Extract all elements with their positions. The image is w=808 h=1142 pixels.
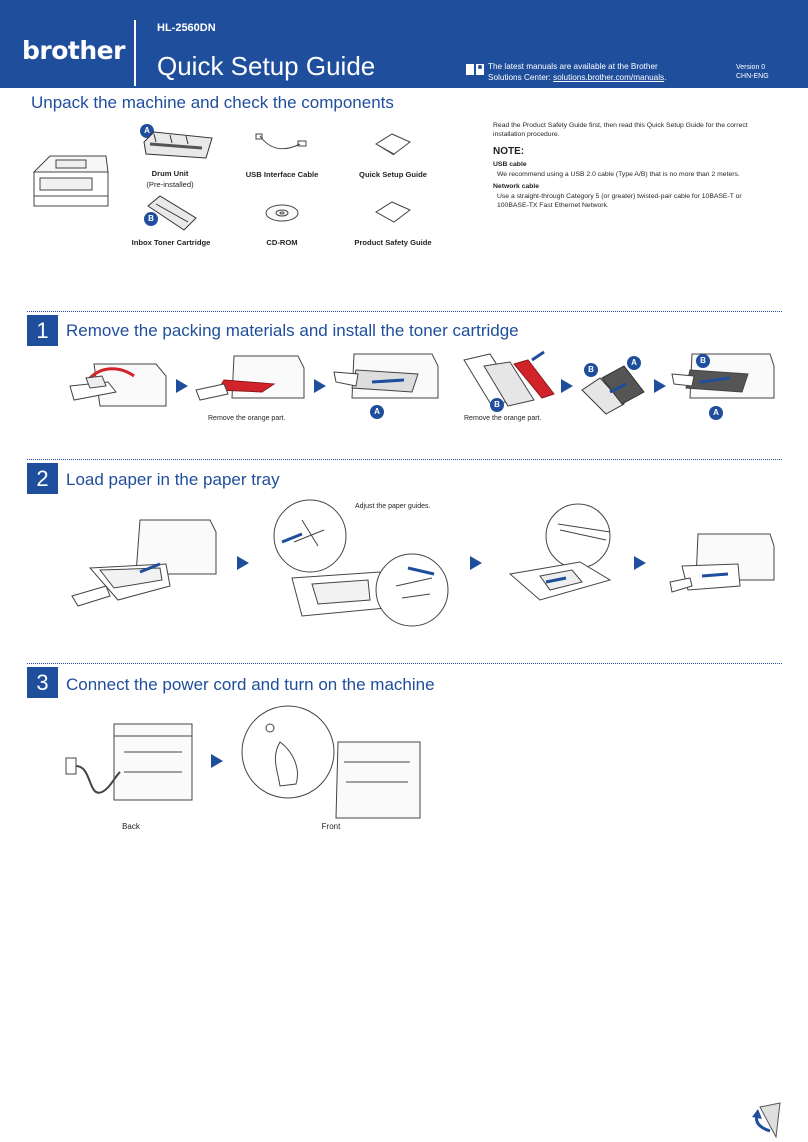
step-1-image-5 xyxy=(581,365,645,415)
component-badge-a: A xyxy=(140,124,154,138)
step-1-image-6 xyxy=(671,353,775,399)
step-1-image-1 xyxy=(69,363,167,407)
step-arrow xyxy=(314,379,326,393)
step-2-image-2 xyxy=(273,499,449,627)
step-2-caption: Adjust the paper guides. xyxy=(355,503,431,510)
safety-read-notice: Read the Product Safety Guide first, the… xyxy=(493,122,748,138)
step-1-image-2 xyxy=(195,355,305,401)
drum-unit-label: Drum Unit xyxy=(151,169,189,178)
step-1-badge-b2: B xyxy=(584,363,598,377)
step-2-number: 2 xyxy=(27,463,58,494)
model-name: HL-2560DN xyxy=(157,22,216,34)
cd-rom-label: CD-ROM xyxy=(266,238,298,247)
step-arrow xyxy=(176,379,188,393)
page-curl-icon xyxy=(752,1102,781,1139)
step-1-badge-b: B xyxy=(490,398,504,412)
step-arrow xyxy=(654,379,666,393)
toner-cartridge-illustration xyxy=(147,195,197,231)
network-cable-note-text: Use a straight-through Category 5 (or gr… xyxy=(497,193,742,209)
step-arrow xyxy=(211,754,223,768)
step-1-caption-1: Remove the orange part. xyxy=(208,415,286,422)
product-safety-guide-label: Product Safety Guide xyxy=(354,238,432,247)
usb-cable-note-text: We recommend using a USB 2.0 cable (Type… xyxy=(497,171,740,178)
step-1-caption-2: Remove the orange part. xyxy=(464,415,542,422)
step-1-badge-a: A xyxy=(370,405,384,419)
brand-logo: brother xyxy=(22,36,125,65)
note-heading: NOTE: xyxy=(493,146,525,157)
manuals-notice: The latest manuals are available at the … xyxy=(488,62,667,82)
front-label: Front xyxy=(321,822,341,831)
step-1-image-4 xyxy=(463,350,555,407)
step-2-title: Load paper in the paper tray xyxy=(66,470,280,489)
step-arrow xyxy=(237,556,249,570)
step-2-image-4 xyxy=(669,533,775,593)
component-badge-b: B xyxy=(144,212,158,226)
unpack-title: Unpack the machine and check the compone… xyxy=(31,93,394,112)
usb-cable-label: USB Interface Cable xyxy=(245,170,319,179)
step-3-number: 3 xyxy=(27,667,58,698)
step-1-badge-a3: A xyxy=(709,406,723,420)
usb-cable-note-title: USB cable xyxy=(493,161,527,168)
header-divider xyxy=(134,20,136,86)
back-label: Back xyxy=(122,822,140,831)
step-arrow xyxy=(561,379,573,393)
power-switch-illustration xyxy=(241,705,421,819)
cd-rom-illustration xyxy=(265,204,299,222)
manuals-link[interactable]: solutions.brother.com/manuals xyxy=(553,73,665,82)
quick-setup-guide-illustration xyxy=(375,133,411,156)
step-1-title: Remove the packing materials and install… xyxy=(66,321,519,340)
power-cord-illustration xyxy=(65,723,193,801)
step-arrow xyxy=(634,556,646,570)
section-divider xyxy=(27,459,782,460)
network-cable-note-title: Network cable xyxy=(493,183,540,190)
header-bar: brother HL-2560DN Quick Setup Guide The … xyxy=(0,0,808,88)
step-1-badge-b3: B xyxy=(696,354,710,368)
step-3-title: Connect the power cord and turn on the m… xyxy=(66,675,435,694)
step-1-image-3 xyxy=(333,353,439,399)
toner-cartridge-label: Inbox Toner Cartridge xyxy=(131,238,211,247)
section-divider xyxy=(27,663,782,664)
usb-cable-illustration xyxy=(255,133,307,150)
step-2-image-1 xyxy=(71,519,217,607)
version-info: Version 0 CHN-ENG xyxy=(736,64,769,80)
drum-unit-illustration xyxy=(143,131,213,159)
printer-illustration xyxy=(32,155,109,207)
drum-unit-sub: (Pre-installed) xyxy=(146,180,194,189)
step-arrow xyxy=(470,556,482,570)
product-safety-guide-illustration xyxy=(375,201,411,223)
guide-title: Quick Setup Guide xyxy=(157,51,376,81)
quick-setup-guide-label: Quick Setup Guide xyxy=(359,170,427,179)
step-2-image-3 xyxy=(508,503,612,601)
section-divider xyxy=(27,311,782,312)
step-1-number: 1 xyxy=(27,315,58,346)
step-1-badge-a2: A xyxy=(627,356,641,370)
book-icon xyxy=(466,64,484,75)
